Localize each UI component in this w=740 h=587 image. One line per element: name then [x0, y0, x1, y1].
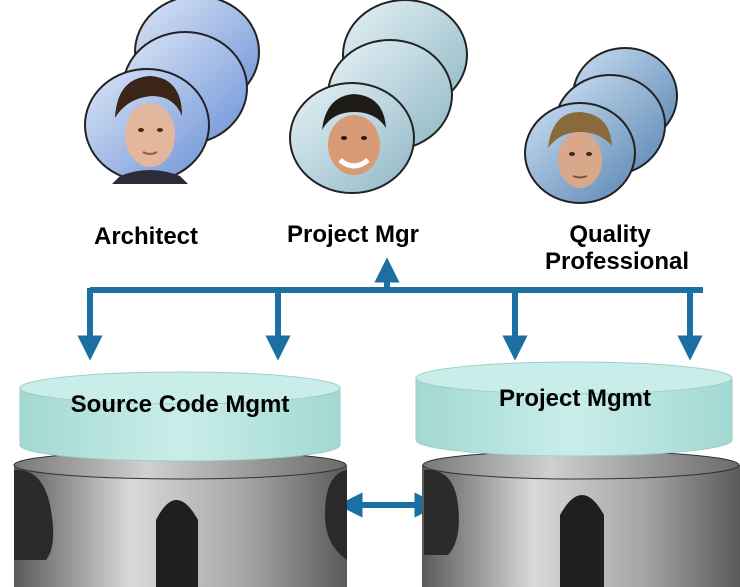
role-label-quality-line1: Quality — [569, 221, 651, 248]
source-code-mgmt-disk — [19, 371, 341, 462]
project-manager-portrait-stack — [289, 0, 468, 194]
project-mgmt-disk — [415, 361, 733, 457]
connector-arrows — [77, 257, 703, 518]
role-label-project-manager: Project Mgr — [287, 221, 419, 248]
role-label-quality-line2: Professional — [545, 248, 689, 275]
quality-professional-portrait-stack — [524, 47, 678, 204]
architect-portrait-stack — [84, 0, 260, 184]
project-manager-face-icon — [322, 94, 386, 175]
system-label-project-mgmt: Project Mgmt — [499, 385, 651, 412]
source-code-mgmt-server — [13, 450, 347, 587]
system-label-source-code-mgmt: Source Code Mgmt — [71, 391, 290, 418]
architect-face-icon — [112, 76, 188, 184]
portrait-disc — [289, 0, 468, 194]
quality-professional-face-icon — [548, 112, 612, 188]
project-mgmt-server — [422, 450, 740, 587]
role-label-architect: Architect — [94, 223, 198, 250]
